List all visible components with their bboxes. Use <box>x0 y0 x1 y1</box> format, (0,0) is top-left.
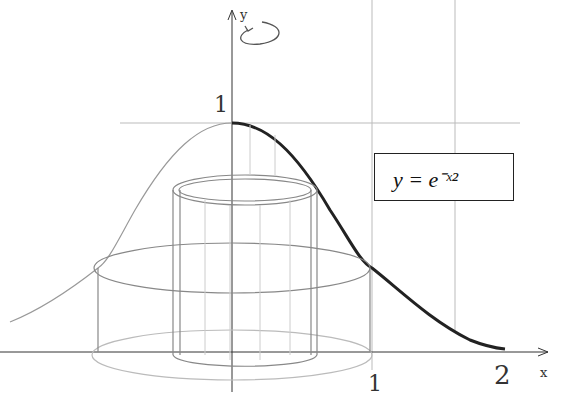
tick-label: 1 <box>214 94 228 116</box>
formula-box: y = e⁻ˣ² <box>374 153 514 201</box>
tick-label: 2 <box>494 362 511 388</box>
tick-label: 1 <box>368 373 382 395</box>
formula-text: y = e⁻ˣ² <box>393 163 495 193</box>
axis-label: y <box>240 8 247 21</box>
axis-label: x <box>540 366 547 379</box>
